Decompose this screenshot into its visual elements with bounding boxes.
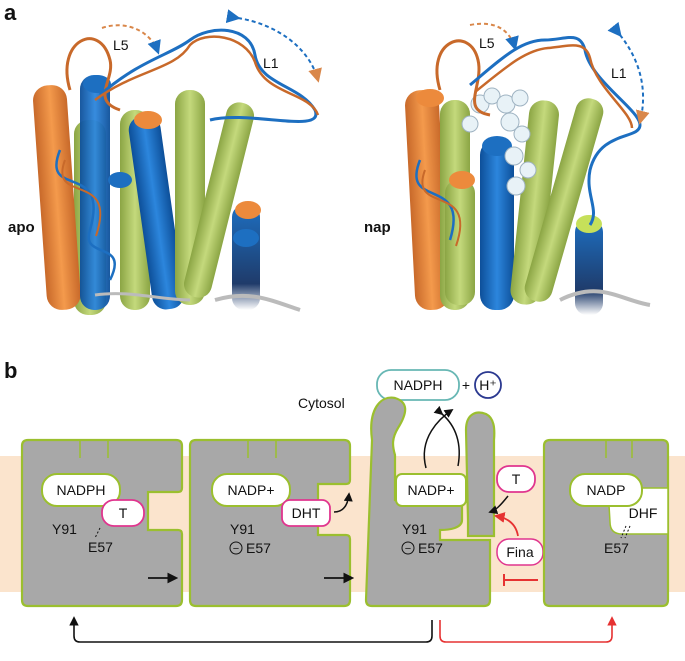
return-loop-red bbox=[439, 616, 617, 643]
incoming-substrate-box: T bbox=[496, 465, 536, 493]
substrate-entry-arrow bbox=[488, 495, 509, 514]
inhibition-bar bbox=[503, 574, 538, 586]
stage1-cofactor: NADPH bbox=[56, 482, 105, 498]
stage2-charge: − bbox=[233, 543, 239, 555]
stage2-res-y91: Y91 bbox=[230, 521, 255, 537]
stage2-cofactor: NADP+ bbox=[227, 482, 274, 498]
stage2-product: DHT bbox=[292, 505, 321, 521]
cytosol-label: Cytosol bbox=[298, 395, 345, 411]
proton-label: H⁺ bbox=[479, 377, 497, 393]
stage1-res-e57: E57 bbox=[88, 539, 113, 555]
panel-a-label: a bbox=[4, 0, 17, 25]
stage4-adduct: DHF bbox=[629, 505, 658, 521]
stage3-cofactor: NADP+ bbox=[407, 482, 454, 498]
stage1-substrate: T bbox=[119, 505, 128, 521]
inhibitor-red-arrow bbox=[493, 512, 519, 537]
nap-loop-l1-label: L1 bbox=[611, 65, 627, 81]
panel-b-label: b bbox=[4, 358, 17, 383]
stage3-res-y91: Y91 bbox=[402, 521, 427, 537]
nap-structure bbox=[405, 21, 651, 315]
stage4-protein: NADP DHF E57 bbox=[542, 438, 670, 608]
apo-loop-l1-label: L1 bbox=[263, 55, 279, 71]
nap-loop-l5-label: L5 bbox=[479, 35, 495, 51]
inhibitor-box: Fina bbox=[496, 538, 544, 566]
product-nadph-label: NADPH bbox=[393, 377, 442, 393]
proton-circle: H⁺ bbox=[474, 371, 502, 399]
return-loop-black bbox=[69, 616, 433, 643]
stage4-res-e57: E57 bbox=[604, 540, 629, 556]
stage2-res-e57: E57 bbox=[246, 540, 271, 556]
nap-label: nap bbox=[364, 219, 391, 236]
inhibitor-label: Fina bbox=[506, 544, 533, 560]
apo-loop-l5-label: L5 bbox=[113, 37, 129, 53]
plus-sign: + bbox=[462, 377, 470, 393]
stage1-res-y91: Y91 bbox=[52, 521, 77, 537]
stage1-protein: NADPH T Y91 E57 bbox=[20, 438, 184, 608]
stage3-charge: − bbox=[405, 543, 411, 555]
product-nadph-box: NADPH bbox=[376, 369, 460, 401]
apo-label: apo bbox=[8, 219, 35, 236]
stage2-protein: NADP+ DHT Y91 − E57 bbox=[188, 438, 353, 608]
stage3-res-e57: E57 bbox=[418, 540, 443, 556]
apo-structure bbox=[33, 9, 322, 315]
stage3-protein: NADP+ Y91 − E57 bbox=[364, 396, 496, 608]
incoming-substrate-label: T bbox=[512, 471, 521, 487]
stage4-cofactor: NADP bbox=[587, 482, 626, 498]
